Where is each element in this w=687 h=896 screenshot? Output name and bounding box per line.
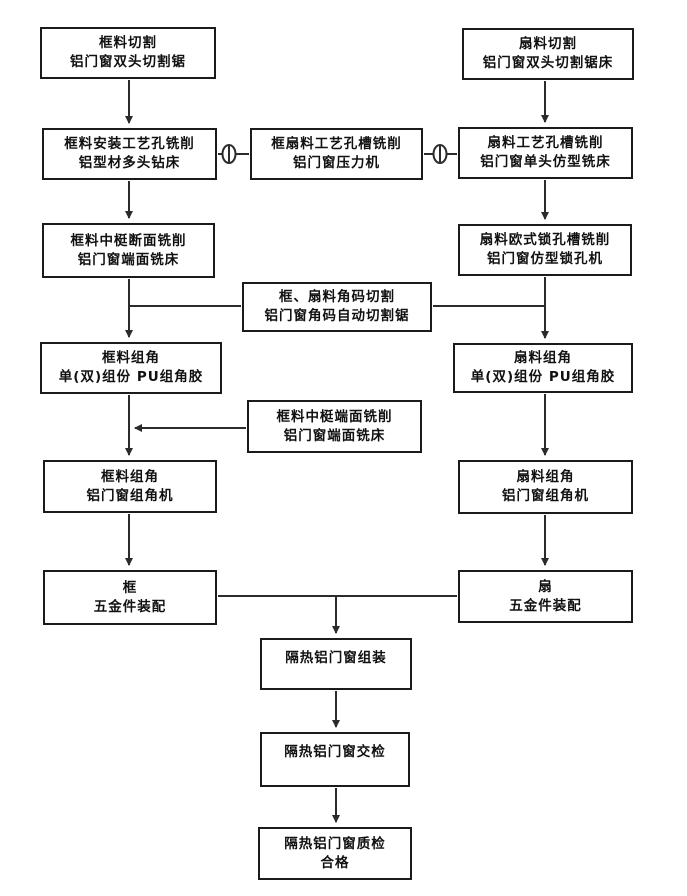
node-insulated-window-assembly: 隔热铝门窗组装: [260, 638, 412, 690]
node-label-line: 框、扇料角码切割: [279, 289, 395, 305]
node-label-line: 隔热铝门窗质检: [284, 835, 386, 852]
node-label-line: 框料中梃断面铣削: [70, 232, 187, 249]
node-label-line: 铝门窗角码自动切割锯: [264, 308, 410, 324]
node-sash-corner-machine: 扇料组角 铝门窗组角机: [458, 460, 633, 514]
node-label-line: 铝门窗端面铣床: [77, 251, 180, 268]
junction-connector-icon: [221, 144, 237, 164]
node-label-line: 框扇料工艺孔槽铣削: [271, 136, 402, 152]
node-label-line: 框: [122, 579, 138, 596]
node-label-line: 隔热铝门窗交检: [284, 744, 386, 760]
node-frame-install-hole-milling: 框料安装工艺孔铣削 铝型材多头钻床: [42, 128, 217, 180]
node-label-line: 五金件装配: [93, 598, 167, 615]
node-label-line: 铝型材多头钻床: [78, 155, 181, 171]
node-sash-corner-assembly-glue: 扇料组角 单(双)组份 PU组角胶: [453, 343, 633, 393]
node-frame-mullion-end-milling: 框料中梃端面铣削 铝门窗端面铣床: [247, 400, 422, 453]
node-label-line: 铝门窗双头切割锯: [70, 54, 186, 70]
node-label-line: 铝门窗双头切割锯床: [482, 55, 614, 71]
node-frame-sash-groove-milling: 框扇料工艺孔槽铣削 铝门窗压力机: [250, 128, 423, 180]
node-label-line: 铝门窗组角机: [86, 487, 174, 504]
node-label-line: 框料切割: [99, 35, 157, 51]
node-corner-code-cutting: 框、扇料角码切割 铝门窗角码自动切割锯: [242, 282, 432, 332]
node-label-line: 铝门窗单头仿型铣床: [480, 154, 611, 170]
node-sash-material-cutting: 扇料切割 铝门窗双头切割锯床: [462, 28, 634, 80]
node-label-line: 铝门窗组角机: [502, 488, 589, 504]
node-sash-hardware-assembly: 扇 五金件装配: [458, 570, 633, 623]
node-label-line: 框料组角: [101, 468, 159, 485]
node-label-line: 铝门窗端面铣床: [283, 427, 386, 444]
node-label-line: 扇料组角: [514, 350, 572, 366]
node-label-line: 合格: [320, 854, 350, 871]
node-label-line: 扇料切割: [519, 36, 577, 52]
node-frame-mullion-section-milling: 框料中梃断面铣削 铝门窗端面铣床: [42, 223, 215, 278]
node-insulated-window-quality-check: 隔热铝门窗质检 合格: [258, 827, 412, 880]
node-label-line: 铝门窗压力机: [293, 155, 380, 171]
node-insulated-window-handover-inspection: 隔热铝门窗交检: [260, 732, 410, 787]
node-sash-groove-milling: 扇料工艺孔槽铣削 铝门窗单头仿型铣床: [458, 127, 633, 179]
node-label-line: 单(双)组份 PU组角胶: [470, 369, 616, 385]
node-frame-corner-machine: 框料组角 铝门窗组角机: [43, 460, 217, 513]
node-label-line: 扇料组角: [516, 469, 575, 485]
node-label-line: 铝门窗仿型锁孔机: [487, 251, 603, 267]
node-frame-material-cutting: 框料切割 铝门窗双头切割锯: [40, 27, 216, 79]
node-sash-lock-hole-milling: 扇料欧式锁孔槽铣削 铝门窗仿型锁孔机: [458, 224, 632, 276]
node-frame-hardware-assembly: 框 五金件装配: [43, 570, 217, 625]
node-label-line: 单(双)组份 PU组角胶: [58, 369, 204, 385]
node-label-line: 框料安装工艺孔铣削: [64, 136, 195, 152]
node-frame-corner-assembly-glue: 框料组角 单(双)组份 PU组角胶: [40, 342, 222, 394]
junction-connector-icon: [432, 144, 448, 164]
node-label-line: 扇: [538, 578, 553, 595]
node-label-line: 扇料工艺孔槽铣削: [487, 135, 604, 151]
node-label-line: 扇料欧式锁孔槽铣削: [479, 232, 611, 248]
node-label-line: 框料组角: [102, 350, 160, 366]
node-label-line: 隔热铝门窗组装: [285, 650, 387, 666]
node-label-line: 五金件装配: [509, 597, 582, 614]
node-label-line: 框料中梃端面铣削: [276, 408, 393, 425]
